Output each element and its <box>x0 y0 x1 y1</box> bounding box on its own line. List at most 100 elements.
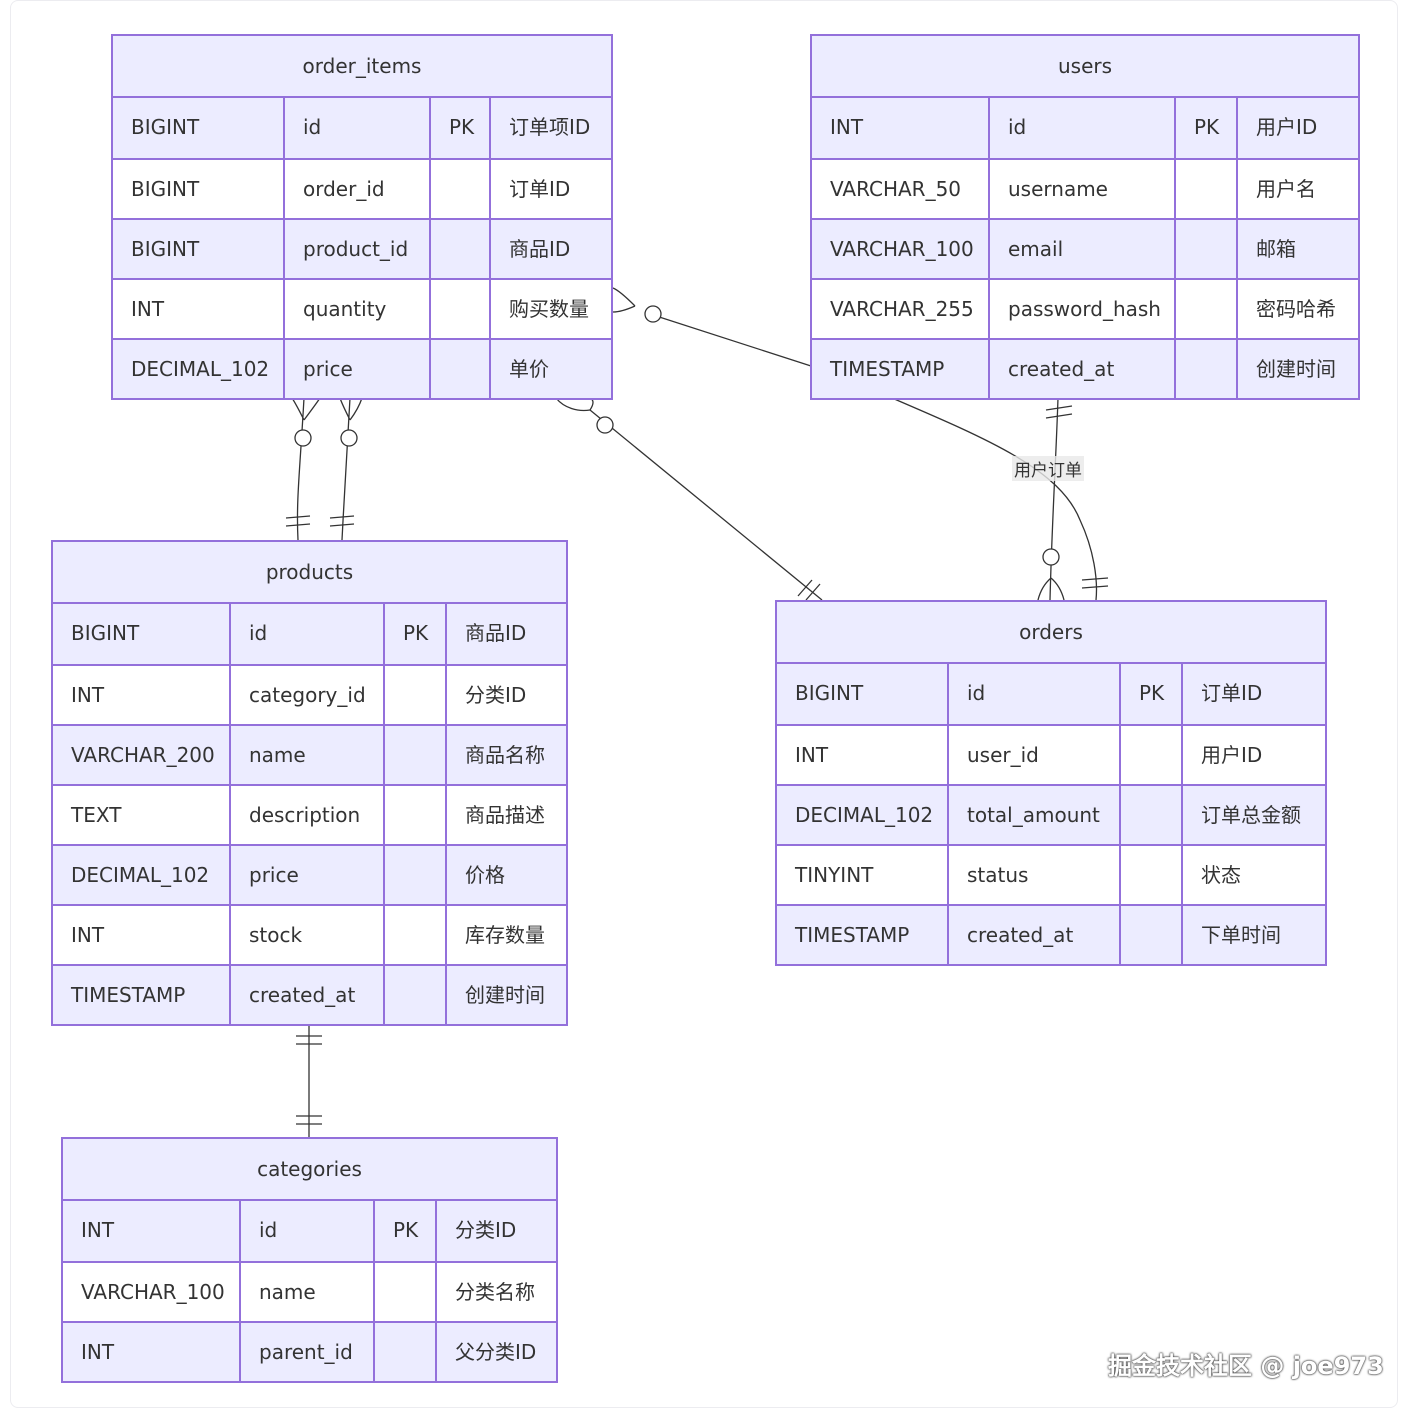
attribute-comment: 商品ID <box>489 220 611 278</box>
attribute-key <box>383 906 445 964</box>
zero-marker <box>340 429 358 447</box>
attribute-name: username <box>988 160 1174 218</box>
attribute-comment: 单价 <box>489 340 611 398</box>
attribute-name: quantity <box>283 280 429 338</box>
attribute-name: category_id <box>229 666 383 724</box>
attribute-comment: 商品名称 <box>445 726 566 784</box>
attribute-name: id <box>947 664 1119 724</box>
attribute-type: BIGINT <box>131 115 200 139</box>
attribute-row: VARCHAR_200 name 商品名称 <box>53 724 566 784</box>
attribute-type: DECIMAL_102 <box>131 357 270 381</box>
attribute-row: VARCHAR_50 username 用户名 <box>812 158 1358 218</box>
attribute-key <box>383 846 445 904</box>
attribute-key <box>429 160 489 218</box>
attribute-key <box>429 220 489 278</box>
attribute-key: PK <box>1119 664 1181 724</box>
attribute-comment: 父分类ID <box>435 1323 556 1381</box>
zero-marker <box>644 305 662 323</box>
attribute-name: password_hash <box>988 280 1174 338</box>
attribute-name: id <box>229 604 383 664</box>
attribute-name: product_id <box>283 220 429 278</box>
attribute-type: BIGINT <box>71 621 140 645</box>
attribute-comment: 用户ID <box>1181 726 1325 784</box>
zero-marker <box>596 416 614 434</box>
attribute-type: TIMESTAMP <box>71 983 186 1007</box>
entity-title: orders <box>777 602 1325 664</box>
attribute-type: INT <box>71 923 105 947</box>
attribute-comment: 状态 <box>1181 846 1325 904</box>
attribute-type: VARCHAR_100 <box>81 1280 225 1304</box>
link-users-orders-b <box>891 397 1098 601</box>
zero-marker <box>1042 548 1060 566</box>
attribute-comment: 分类ID <box>435 1201 556 1261</box>
attribute-type: INT <box>81 1340 115 1364</box>
attribute-key <box>1119 786 1181 844</box>
diagram-frame <box>10 0 1398 1408</box>
attribute-name: status <box>947 846 1119 904</box>
attribute-key <box>383 966 445 1024</box>
attribute-row: TINYINT status 状态 <box>777 844 1325 904</box>
attribute-name: price <box>229 846 383 904</box>
attribute-name: name <box>229 726 383 784</box>
attribute-key <box>1174 160 1236 218</box>
attribute-comment: 订单ID <box>1181 664 1325 724</box>
attribute-type: VARCHAR_200 <box>71 743 215 767</box>
zero-marker <box>294 429 312 447</box>
attribute-key <box>1119 726 1181 784</box>
relationship-label: 用户订单 <box>1012 456 1084 481</box>
attribute-key <box>429 340 489 398</box>
attribute-type: INT <box>81 1218 115 1242</box>
attribute-comment: 商品描述 <box>445 786 566 844</box>
entity-title: products <box>53 542 566 604</box>
attribute-comment: 用户名 <box>1236 160 1358 218</box>
attribute-key <box>383 786 445 844</box>
attribute-name: order_id <box>283 160 429 218</box>
entity-title: categories <box>63 1139 556 1201</box>
attribute-name: total_amount <box>947 786 1119 844</box>
attribute-key <box>429 280 489 338</box>
attribute-key <box>373 1263 435 1321</box>
attribute-name: id <box>239 1201 373 1261</box>
attribute-type: BIGINT <box>795 681 864 705</box>
attribute-key: PK <box>429 98 489 158</box>
attribute-comment: 邮箱 <box>1236 220 1358 278</box>
attribute-comment: 创建时间 <box>1236 340 1358 398</box>
attribute-key <box>383 726 445 784</box>
attribute-comment: 库存数量 <box>445 906 566 964</box>
entity-title: users <box>812 36 1358 98</box>
attribute-type: INT <box>71 683 105 707</box>
attribute-key <box>1174 340 1236 398</box>
attribute-comment: 密码哈希 <box>1236 280 1358 338</box>
attribute-type: VARCHAR_50 <box>830 177 962 201</box>
attribute-comment: 用户ID <box>1236 98 1358 158</box>
attribute-name: id <box>988 98 1174 158</box>
attribute-type: TINYINT <box>795 863 874 887</box>
attribute-type: INT <box>131 297 165 321</box>
attribute-key: PK <box>373 1201 435 1261</box>
attribute-comment: 分类名称 <box>435 1263 556 1321</box>
link-users-orders-a <box>1049 397 1059 601</box>
attribute-key <box>1174 220 1236 278</box>
attribute-name: created_at <box>229 966 383 1024</box>
